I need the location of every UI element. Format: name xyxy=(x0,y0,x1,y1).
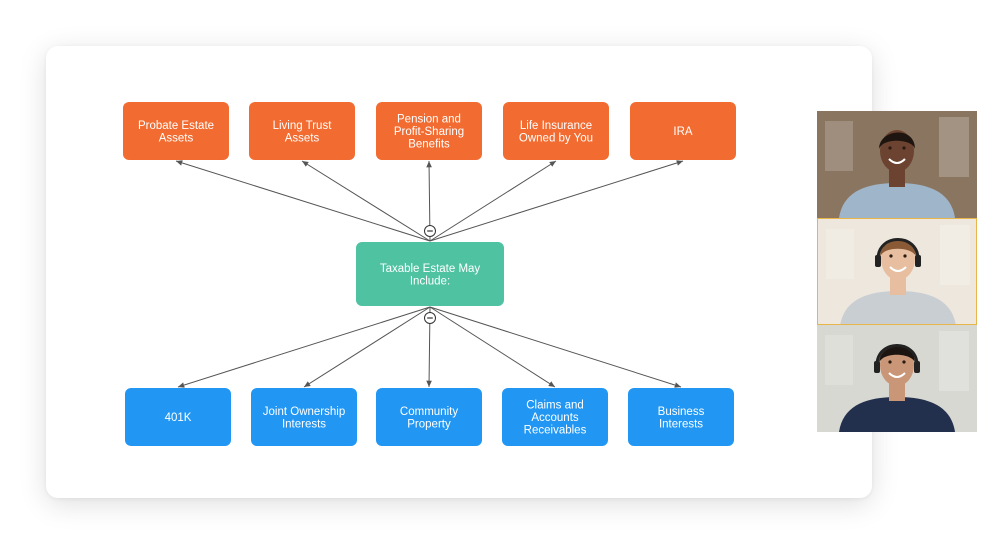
video-tile-3[interactable] xyxy=(817,325,977,432)
node-life-insurance-box[interactable] xyxy=(503,102,609,160)
edge-to-joint-ownership xyxy=(303,306,431,388)
video-tile-2[interactable] xyxy=(817,218,977,325)
node-living-trust-assets-box[interactable] xyxy=(249,102,355,160)
participant-eye xyxy=(902,146,906,150)
node-pension-profit-sharing-box[interactable] xyxy=(376,102,482,160)
participant-shirt xyxy=(840,291,956,324)
edge-to-claims-accounts xyxy=(429,306,556,388)
participant-neck xyxy=(890,275,906,295)
participant-hair xyxy=(879,346,915,363)
node-living-trust-assets-label: Living Trust xyxy=(273,120,333,132)
node-joint-ownership-label: Joint Ownership xyxy=(263,406,345,418)
node-probate-estate-assets-box[interactable] xyxy=(123,102,229,160)
collapse-children-toggle[interactable] xyxy=(424,312,436,324)
participant-smile xyxy=(889,266,907,272)
node-taxable-estate-box[interactable] xyxy=(356,242,504,306)
video-tile-1[interactable] xyxy=(817,111,977,218)
node-401k-label: 401K xyxy=(165,412,192,424)
node-401k-box[interactable] xyxy=(125,388,231,446)
edge-to-business-interests xyxy=(429,306,682,388)
edge-to-life-insurance xyxy=(429,160,557,242)
node-ira-label: IRA xyxy=(673,126,693,138)
participant-neck xyxy=(889,167,905,187)
participant-shirt xyxy=(839,397,955,432)
node-401k[interactable]: 401K xyxy=(125,388,231,446)
background-detail xyxy=(939,331,969,391)
participant-video-frame xyxy=(817,325,977,432)
participant-eye xyxy=(889,254,893,258)
node-taxable-estate-label: Include: xyxy=(410,275,450,287)
headset-icon xyxy=(876,238,920,260)
participant-shirt xyxy=(839,183,955,218)
node-business-interests-label: Business xyxy=(658,406,705,418)
node-life-insurance-label: Owned by You xyxy=(519,132,593,144)
node-joint-ownership-box[interactable] xyxy=(251,388,357,446)
participant-hair xyxy=(879,132,915,149)
participant-neck xyxy=(889,381,905,401)
participant-video-frame xyxy=(818,219,976,324)
headset-icon xyxy=(875,344,919,366)
video-participants-panel xyxy=(817,111,977,432)
headset-earcup xyxy=(875,255,881,267)
toggles-group xyxy=(424,225,436,324)
node-claims-accounts-label: Accounts xyxy=(531,412,579,424)
participant-eye xyxy=(888,360,892,364)
node-claims-accounts-label: Claims and xyxy=(526,400,584,412)
node-claims-accounts-box[interactable] xyxy=(502,388,608,446)
node-pension-profit-sharing-label: Profit-Sharing xyxy=(394,126,464,138)
node-business-interests-box[interactable] xyxy=(628,388,734,446)
participant-eye xyxy=(903,254,907,258)
headset-earcup xyxy=(915,255,921,267)
node-ira[interactable]: IRA xyxy=(630,102,736,160)
node-probate-estate-assets-label: Assets xyxy=(159,132,194,144)
edge-to-ira xyxy=(429,160,684,242)
background-detail xyxy=(825,335,853,385)
collapse-parents-toggle[interactable] xyxy=(424,225,436,237)
node-ira-box[interactable] xyxy=(630,102,736,160)
edge-to-living-trust-assets xyxy=(301,160,431,242)
edge-to-probate-estate-assets xyxy=(175,160,431,242)
participant-hair xyxy=(880,240,916,257)
headset-earcup xyxy=(874,361,880,373)
node-community-property-label: Property xyxy=(407,418,451,430)
background-detail xyxy=(939,117,969,177)
participant-smile xyxy=(888,158,906,164)
edge-to-401k xyxy=(177,306,431,388)
node-business-interests-label: Interests xyxy=(659,418,703,430)
background-detail xyxy=(940,225,970,285)
headset-earcup xyxy=(914,361,920,373)
node-living-trust-assets-label: Assets xyxy=(285,132,320,144)
participant-eye xyxy=(902,360,906,364)
node-pension-profit-sharing-label: Pension and xyxy=(397,114,461,126)
node-community-property-label: Community xyxy=(400,406,458,418)
node-probate-estate-assets-label: Probate Estate xyxy=(138,120,214,132)
participant-eye xyxy=(888,146,892,150)
background-detail xyxy=(826,229,854,279)
node-claims-accounts-label: Receivables xyxy=(524,425,587,437)
node-community-property-box[interactable] xyxy=(376,388,482,446)
node-life-insurance-label: Life Insurance xyxy=(520,120,592,132)
participant-smile xyxy=(888,372,906,378)
node-joint-ownership-label: Interests xyxy=(282,418,326,430)
participant-video-frame xyxy=(817,111,977,218)
background-detail xyxy=(825,121,853,171)
node-pension-profit-sharing-label: Benefits xyxy=(408,139,450,151)
node-taxable-estate-label: Taxable Estate May xyxy=(380,263,481,275)
